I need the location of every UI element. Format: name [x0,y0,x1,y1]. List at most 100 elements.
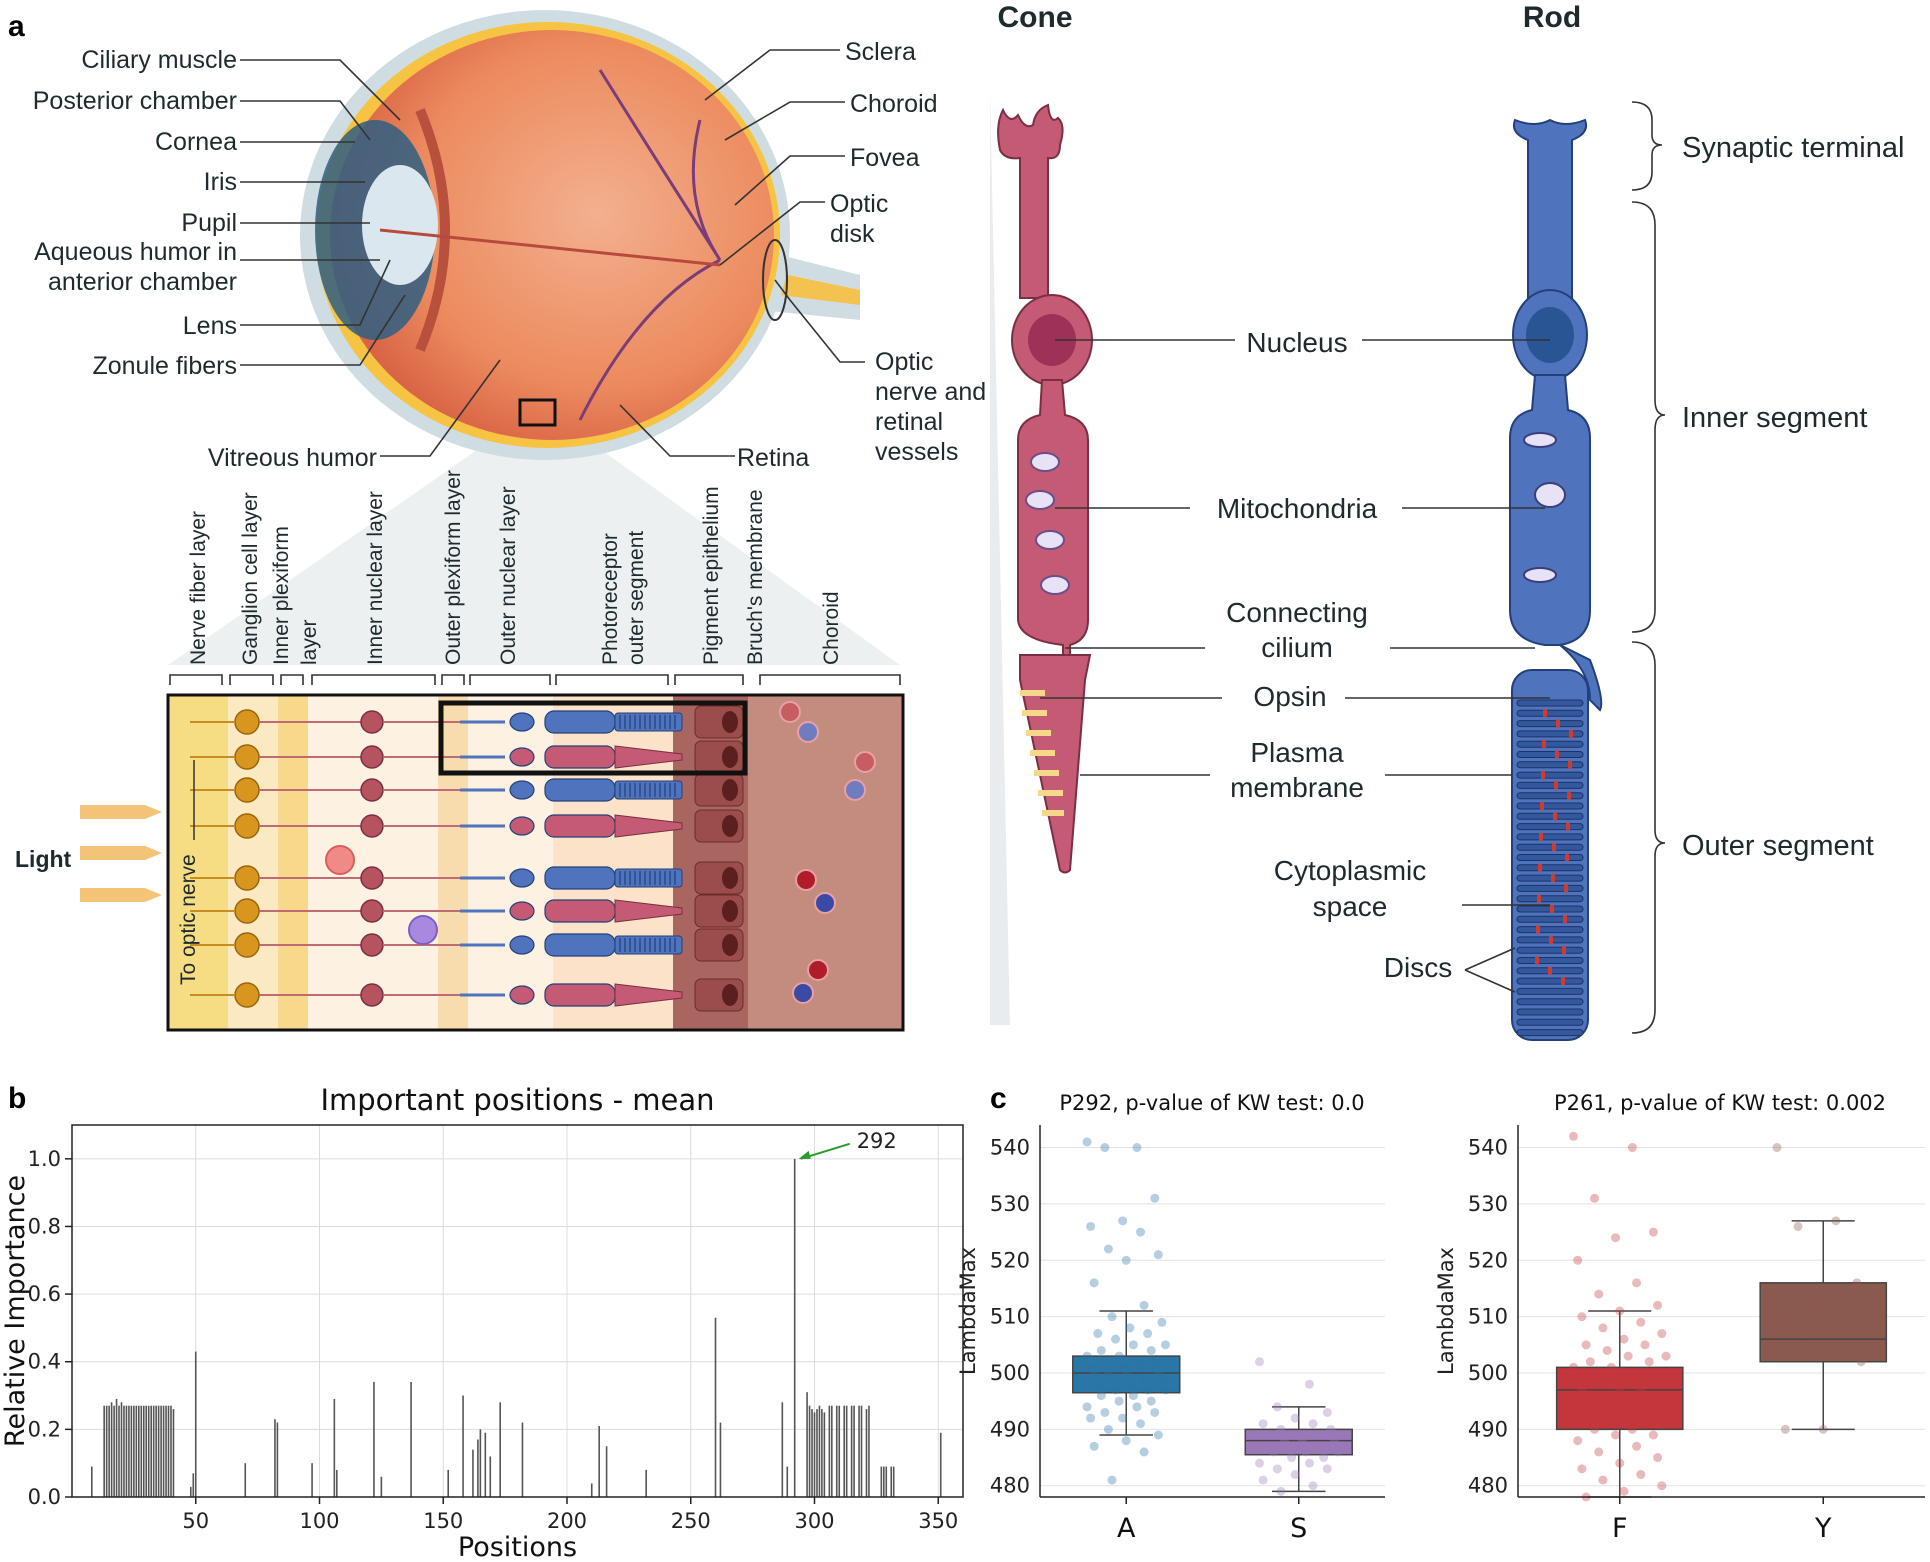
rod-opsin [1539,832,1543,841]
cone-title: Cone [998,1,1073,34]
to-optic-nerve-label: To optic nerve [177,854,200,985]
data-point [1082,1351,1092,1361]
rod-disc [1516,823,1584,831]
rod-disc [1516,895,1584,903]
photoreceptor-nucleus [509,868,535,888]
data-point [1160,1340,1170,1350]
data-point [1640,1340,1650,1350]
data-point [1611,1374,1621,1384]
data-point [1581,1396,1591,1406]
data-point [1114,1396,1124,1406]
right-leader-lines [704,49,865,363]
data-point [1636,1385,1646,1395]
rod-opsin [1566,822,1570,831]
blood-cell [797,721,819,743]
outer-segment-band [553,695,673,1030]
data-point [1128,1391,1138,1401]
data-point [1623,1407,1633,1417]
data-point [1089,1368,1099,1378]
data-point [1772,1143,1782,1153]
data-point [1636,1317,1646,1327]
rod-disc [1516,802,1584,810]
rod-disc [1516,946,1584,954]
x-tick-label: F [1612,1513,1628,1544]
data-point [1121,1436,1131,1446]
data-point [1602,1402,1612,1412]
rod-opsin [1551,874,1555,883]
data-point [1143,1385,1153,1395]
rod-disc [1516,781,1584,789]
rod-disc [1516,771,1584,779]
photoreceptor-inner-segment [544,778,616,802]
light-arrows [80,805,162,902]
photoreceptor-detail: Cone Rod [997,1,1904,1041]
x-tick-label: 350 [918,1509,958,1533]
data-point [1111,1334,1121,1344]
data-point [1590,1368,1600,1378]
layer-outer-nuclear: Outer nuclear layer [497,486,520,665]
layer-photoreceptor-1: Photoreceptor [599,533,622,665]
rod-opsin [1536,925,1540,934]
data-point [1304,1379,1314,1389]
photoreceptor-nucleus [509,901,535,921]
data-point [1598,1323,1608,1333]
label-lens: Lens [183,312,237,340]
panel-label-a: a [8,10,25,43]
y-tick-label: 530 [1468,1192,1508,1216]
box [1759,1282,1888,1363]
data-point [1568,1419,1578,1429]
data-point [1856,1357,1866,1367]
optic-nerve-ring [762,239,788,321]
blood-cell [779,701,801,723]
data-point [1082,1137,1092,1147]
label-cytoplasmic-2: space [1313,891,1388,922]
layer-photoreceptor-2: outer segment [625,531,648,665]
cone-outer-segment [614,745,683,769]
data-point [1265,1441,1275,1451]
y-tick-label: 500 [990,1361,1030,1385]
rod-opsin [1549,935,1553,944]
retina-frame [166,693,905,1032]
box [1555,1366,1684,1431]
x-tick-label: 150 [423,1509,463,1533]
cone-cell [997,103,1093,874]
rod-opsin [1542,740,1546,749]
ganglion-cell [234,982,260,1008]
rod-disc [1516,709,1584,717]
data-point [1312,1430,1322,1440]
data-point [1139,1300,1149,1310]
rod-opsin [1562,946,1566,955]
data-point [1611,1233,1621,1243]
x-tick-label: 300 [794,1509,834,1533]
photoreceptor-inner-segment [544,745,616,769]
blood-cell [795,869,817,891]
x-axis-label: Positions [458,1532,577,1562]
photoreceptor-zoom-box [438,700,748,776]
photoreceptor-inner-segment [544,933,616,957]
data-point [1269,1447,1279,1457]
layer-inner-nuclear: Inner nuclear layer [364,491,387,665]
rod-discs [1516,699,1584,1037]
data-point [1648,1227,1658,1237]
data-point [1107,1475,1117,1485]
retina-cross-section: To optic nerve Light [15,693,905,1032]
brace-outer [1631,641,1666,1034]
data-point [1627,1143,1637,1153]
ganglion-cell [234,865,260,891]
data-point [1632,1374,1642,1384]
label-iris: Iris [204,168,237,196]
y-axis-label: LambdaMax [1434,1247,1458,1375]
data-point [1573,1374,1583,1384]
rod-opsin [1535,956,1539,965]
data-point [1661,1351,1671,1361]
data-point [1619,1334,1629,1344]
label-pupil: Pupil [181,209,237,237]
label-cytoplasmic-1: Cytoplasmic [1274,855,1426,886]
box [1244,1428,1353,1456]
data-point [1118,1216,1128,1226]
data-point [1093,1379,1103,1389]
data-point [1089,1441,1099,1451]
data-point [1653,1300,1663,1310]
